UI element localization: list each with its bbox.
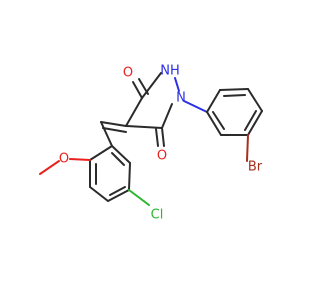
bond-c3-o-top-b <box>138 78 149 95</box>
bond-b5-br <box>246 134 249 162</box>
bond-c3-c4 <box>125 97 143 127</box>
bond-b6-b1 <box>206 111 222 136</box>
molecule-diagram: O NH N O O Br Cl <box>39 64 263 223</box>
bond-a6-a1-inner <box>111 152 125 166</box>
bond-b2-b3-inner <box>223 94 246 97</box>
bond-o-methyl <box>39 160 60 175</box>
bond-ch-ring <box>100 121 113 147</box>
bond-b4-b5 <box>247 110 263 136</box>
atom-cl: Cl <box>151 208 164 223</box>
bond-n-ar <box>183 100 208 113</box>
atom-nh: NH <box>160 64 180 79</box>
bond-c4-c5 <box>125 125 163 129</box>
bond-c4-ch <box>100 121 127 127</box>
bond-c5-o-bottom-a <box>161 127 165 147</box>
bond-a3-a4 <box>89 186 109 202</box>
atom-br: Br <box>248 160 263 175</box>
atom-o-top: O <box>123 66 133 81</box>
atom-n: N <box>176 91 186 106</box>
bond-a2-o-methoxy <box>69 158 91 161</box>
atom-labels: O NH N O O Br Cl <box>59 64 263 223</box>
bond-a5-cl <box>128 189 150 206</box>
structure-canvas: O NH N O O Br Cl <box>39 64 263 223</box>
bond-b6-b1-inner <box>212 111 225 130</box>
bond-b2-b3 <box>219 88 249 91</box>
atom-o-methoxy: O <box>59 152 69 167</box>
bond-n-c5 <box>161 103 173 129</box>
bond-c3-o-top-a <box>132 81 143 99</box>
atom-o-bottom: O <box>157 149 167 164</box>
bond-c4-ch-double <box>102 127 127 133</box>
bond-c3-nh <box>141 72 162 99</box>
bond-b4-b5-inner <box>244 110 257 131</box>
bond-a5-a6 <box>128 162 131 191</box>
bond-nh-n <box>174 77 180 92</box>
bond-b3-b4 <box>247 88 263 112</box>
bond-a1-a2 <box>89 145 113 161</box>
bond-b1-b2 <box>206 89 221 113</box>
bond-a6-a1 <box>111 145 131 164</box>
bond-a4-a5-inner <box>109 186 126 196</box>
bond-a4-a5 <box>107 189 130 202</box>
bond-c5-o-bottom-b <box>155 128 159 147</box>
bonds <box>39 72 263 206</box>
